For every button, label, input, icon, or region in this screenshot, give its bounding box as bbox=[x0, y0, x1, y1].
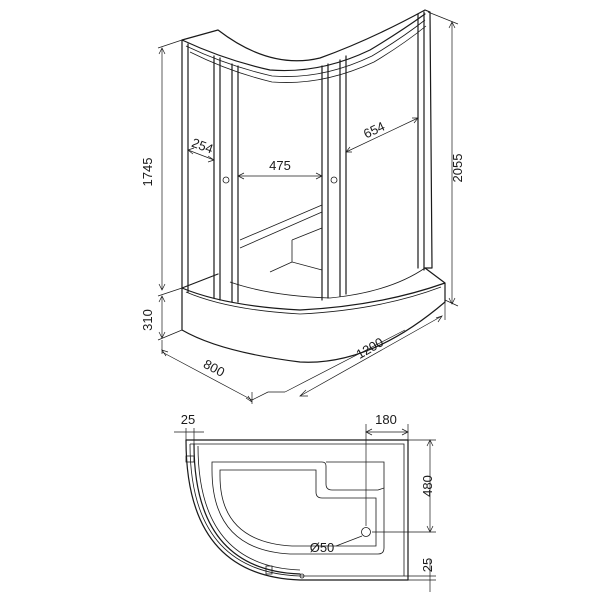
roller-icon bbox=[265, 565, 273, 575]
inner-seat bbox=[239, 204, 323, 273]
cabin-3d-view bbox=[181, 9, 446, 363]
plan-handle-icon bbox=[299, 573, 305, 579]
dim-door-opening: 475 bbox=[269, 158, 291, 173]
left-side-panel bbox=[187, 43, 221, 301]
dim-depth-offset: 480 bbox=[420, 475, 435, 497]
tray-plan-basin bbox=[211, 461, 385, 555]
plan-dimensions: 25 180 480 25 Ø50 bbox=[174, 412, 436, 592]
tray-lip bbox=[185, 286, 442, 315]
roller-icon bbox=[185, 455, 195, 463]
drain-icon bbox=[361, 527, 371, 537]
right-back-post bbox=[417, 11, 425, 271]
dim-edge-bottom: 25 bbox=[420, 558, 435, 572]
curved-panel-frame bbox=[339, 55, 347, 297]
tray-plan-step bbox=[326, 461, 385, 488]
left-door-frame bbox=[231, 63, 239, 303]
dim-panel-height: 1745 bbox=[140, 158, 155, 187]
dim-edge-left: 25 bbox=[181, 412, 195, 427]
dim-drain-offset: 180 bbox=[375, 412, 397, 427]
front-dimensions: 2055 1745 310 800 1200 254 475 654 bbox=[140, 11, 465, 404]
tray-plan-basin-inner bbox=[219, 469, 377, 547]
left-handle-icon bbox=[222, 176, 230, 184]
dim-total-height: 2055 bbox=[450, 154, 465, 183]
dim-side-panel: 254 bbox=[190, 135, 216, 157]
dim-depth: 800 bbox=[201, 356, 227, 379]
tray-inner bbox=[229, 267, 426, 299]
tray-plan-outline bbox=[185, 439, 409, 581]
right-handle-icon bbox=[330, 176, 338, 184]
dim-width: 1200 bbox=[353, 334, 386, 361]
tray-plan-rim bbox=[189, 443, 405, 577]
right-door-frame bbox=[321, 63, 329, 301]
plan-glass-track-inner bbox=[197, 445, 301, 571]
top-rail bbox=[185, 19, 427, 83]
tray-plan-view bbox=[185, 439, 409, 581]
plan-glass-track bbox=[193, 443, 301, 575]
dim-drain-diameter: Ø50 bbox=[310, 540, 335, 555]
dim-curved-panel: 654 bbox=[361, 119, 387, 142]
dim-tray-height: 310 bbox=[140, 309, 155, 331]
tray-outline bbox=[181, 267, 446, 363]
